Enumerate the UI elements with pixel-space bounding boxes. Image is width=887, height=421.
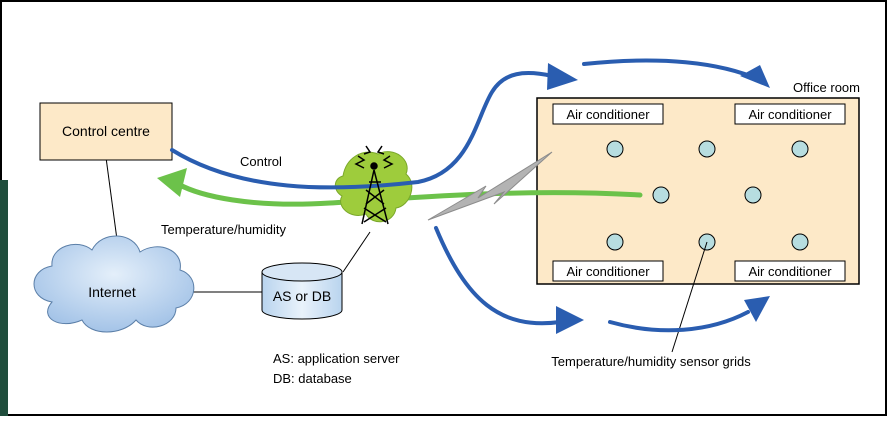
control-centre-label: Control centre <box>62 123 150 139</box>
air-conditioner-label: Air conditioner <box>748 264 832 279</box>
link-database-tower <box>342 231 371 273</box>
air-conditioner-bottom-right <box>734 260 846 282</box>
air-conditioner-label: Air conditioner <box>566 107 650 122</box>
temperature-humidity-link-label: Temperature/humidity <box>161 222 286 237</box>
internet-label: Internet <box>88 284 136 300</box>
sensor-node <box>744 186 762 204</box>
air-conditioner-label: Air conditioner <box>566 264 650 279</box>
lower-distribution-arrowhead <box>556 306 584 334</box>
legend-db: DB: database <box>273 371 352 386</box>
air-conditioner-top-left <box>552 103 664 125</box>
sensor-grids-label: Temperature/humidity sensor grids <box>551 354 751 369</box>
lower-right-distribution-arrow <box>608 310 750 333</box>
left-edge-band <box>0 180 8 416</box>
feedback-arrowhead <box>157 168 187 197</box>
air-conditioner-bottom-left <box>552 260 664 282</box>
top-distribution-arrowhead <box>740 65 770 88</box>
radio-tower-icon <box>354 145 394 225</box>
sensor-callout-line <box>671 241 708 353</box>
sensor-node <box>791 140 809 158</box>
air-conditioner-top-right <box>734 103 846 125</box>
air-conditioner-label: Air conditioner <box>748 107 832 122</box>
lower-distribution-arrow <box>434 226 562 326</box>
sensor-node <box>791 233 809 251</box>
sensor-node <box>652 186 670 204</box>
internet-cloud <box>33 235 195 333</box>
lower-right-distribution-arrowhead <box>744 296 770 322</box>
sensor-node <box>698 140 716 158</box>
sensor-node <box>606 140 624 158</box>
sensor-node <box>606 233 624 251</box>
control-arrowhead <box>547 63 578 90</box>
database-cylinder <box>261 272 343 320</box>
legend-as: AS: application server <box>273 351 400 366</box>
office-room-label: Office room <box>793 80 860 95</box>
control-link-label: Control <box>240 154 282 169</box>
sensor-grid <box>606 140 809 251</box>
database-label: AS or DB <box>273 288 331 304</box>
control-centre-box <box>39 102 173 161</box>
control-arrow <box>170 71 554 190</box>
wireless-link-bolt <box>427 151 553 221</box>
database-top <box>261 262 343 282</box>
